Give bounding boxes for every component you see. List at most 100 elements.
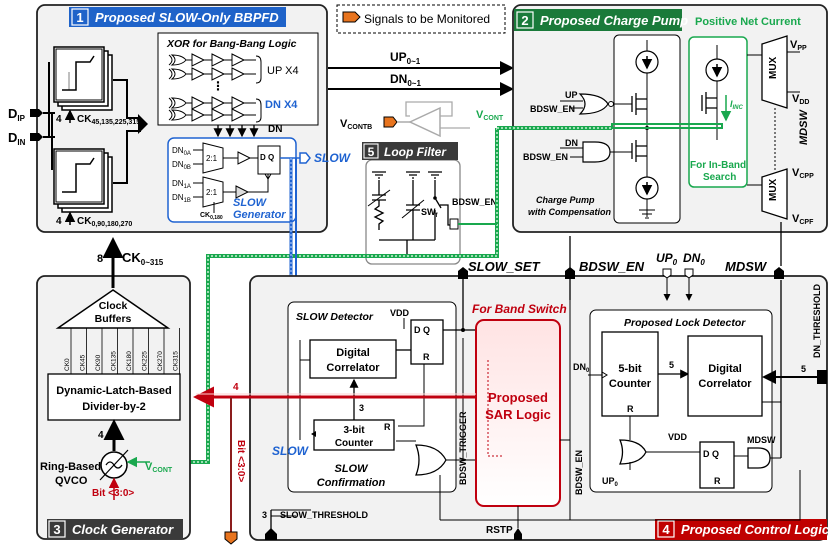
vco-label-1: Ring-Based xyxy=(40,461,101,473)
rstp-label: RSTP xyxy=(486,525,513,536)
din-label: DIN xyxy=(8,130,26,147)
legend: Signals to be Monitored xyxy=(336,4,506,34)
dip-port-icon xyxy=(30,109,43,117)
ck-tap-label: CK270 xyxy=(157,351,164,371)
lock-dn0-label: DN0 xyxy=(573,362,590,374)
vcontb-port-icon xyxy=(383,116,398,128)
clk-title: Clock Generator xyxy=(72,522,174,537)
block-loop-filter: 5 Loop Filter SWf BDSW_EN xyxy=(362,142,497,265)
or-gate-lock-icon xyxy=(619,439,647,465)
bit-vertical-label: Bit <3:0> xyxy=(235,440,246,482)
ground-icon xyxy=(639,209,655,219)
buffer-icon xyxy=(237,151,252,165)
ck-tap-label: CK0 xyxy=(64,358,71,371)
din-port-icon xyxy=(30,133,43,141)
mux-top-cp-label: MUX xyxy=(768,56,779,79)
inband-label-2: Search xyxy=(703,172,736,183)
correlator-label-1: Digital xyxy=(336,347,370,359)
buffers-label-1: Clock xyxy=(99,300,128,312)
mdsw-label: MDSW xyxy=(725,259,768,274)
lock-dff-vdd: VDD xyxy=(668,432,688,442)
dff-slow-gen xyxy=(257,145,281,175)
xor-title: XOR for Bang-Bang Logic xyxy=(166,38,297,50)
slow-detector-title: SLOW Detector xyxy=(296,311,374,323)
vcont-label-top: VCONT xyxy=(476,109,504,122)
bit-port-icon xyxy=(224,531,238,545)
slow-gen-title-1: SLOW xyxy=(233,197,268,209)
lock-up0-label: UP0 xyxy=(602,476,619,488)
lf-number: 5 xyxy=(368,145,375,159)
cp-dn-label: DN xyxy=(565,138,578,148)
lock-mdsw-label: MDSW xyxy=(747,435,776,445)
ck-top-label: CK45,135,225,315 xyxy=(77,114,140,126)
ctrl-slow-label: SLOW xyxy=(272,444,310,458)
mux-bot-cp-icon xyxy=(761,168,788,220)
lock-detector-title: Proposed Lock Detector xyxy=(624,317,746,329)
vcontb-label: VCONTB xyxy=(340,118,372,131)
vcontb-buffer: VCONTB VCONT xyxy=(340,101,504,138)
and-gate-lock-icon xyxy=(747,447,771,469)
legend-label: Signals to be Monitored xyxy=(364,12,490,26)
inband-box xyxy=(688,36,748,188)
block-bbpfd: 1 Proposed SLOW-Only BBPFD DIP DIN 4 xyxy=(8,4,352,233)
d0a: DN0A xyxy=(172,146,191,157)
clock-buffers-icon xyxy=(55,289,171,329)
xor-ellipsis: ⋮ xyxy=(212,79,224,93)
ck-tap-label: CK180 xyxy=(126,351,133,371)
and-gate-icon xyxy=(582,141,611,163)
counter3-label-2: Counter xyxy=(335,438,373,449)
dn-bus-label: DN xyxy=(268,124,282,135)
band-switch-label: For Band Switch xyxy=(472,302,567,316)
up-bus-label: UP0~1 xyxy=(390,50,421,66)
clk-title-badge xyxy=(47,519,183,539)
counter3-label-1: 3-bit xyxy=(343,425,365,436)
cp-bdsw-en-label: BDSW_EN xyxy=(530,104,575,114)
sar-label-2: SAR Logic xyxy=(485,407,551,422)
ck-tap-label: CK225 xyxy=(142,351,149,371)
inband-label-1: For In-Band xyxy=(690,160,746,171)
dn-threshold-label: DN_THRESHOLD xyxy=(812,283,822,358)
cp-bdsw-en2-label: BDSW_EN xyxy=(523,152,568,162)
sampler-stack-bottom xyxy=(53,148,113,213)
xor-box xyxy=(157,32,319,126)
sar-label-1: Proposed xyxy=(488,390,548,405)
sampler-stack-top xyxy=(53,46,113,111)
swf-label: SWf xyxy=(421,207,439,219)
block-charge-pump: 2 Proposed Charge Pump UP BDSW_EN DN BDS… xyxy=(512,4,828,266)
or-gate-slow-icon xyxy=(415,444,447,476)
inc-label: IINC xyxy=(730,99,744,111)
up-dn-bus: UP0~1 DN0~1 xyxy=(328,50,514,96)
lock-counter xyxy=(601,331,659,417)
slow-threshold-label: SLOW_THRESHOLD xyxy=(280,510,369,520)
positive-net-label: Positive Net Current xyxy=(695,16,801,28)
mux-bottom-icon xyxy=(202,176,224,208)
divider-label-2: Divider-by-2 xyxy=(82,401,146,413)
clk-vcont-label: VCONT xyxy=(145,461,173,474)
dn-thr-bus: 5 xyxy=(801,364,806,374)
block-clock-gen: 3 Clock Generator 8 CK0~315 Clock Buffer… xyxy=(36,237,191,540)
mux-top-cp-icon xyxy=(761,35,788,109)
dip-label: DIP xyxy=(8,106,26,123)
xor-gates-icon xyxy=(168,53,246,122)
counter3-r: R xyxy=(384,422,391,432)
ck-bot-num: 4 xyxy=(56,216,62,227)
counter5-label-2: Counter xyxy=(609,378,652,390)
up-x4-label: UP X4 xyxy=(267,65,299,77)
counter5-label-1: 5-bit xyxy=(618,363,642,375)
counter5-bus: 5 xyxy=(669,360,674,370)
dff-dq-label: D Q xyxy=(260,153,274,162)
lock-dff xyxy=(699,441,735,489)
or-gate-icon xyxy=(578,93,609,115)
lock-correlator xyxy=(687,335,763,417)
ck-bus-num: 8 xyxy=(97,253,103,265)
d1b: DN1B xyxy=(172,193,191,204)
bdsw-en-label: BDSW_EN xyxy=(579,259,645,274)
slow-set-label: SLOW_SET xyxy=(468,259,541,274)
slow-dff-dq: D Q xyxy=(414,325,430,335)
lock-corr-label-1: Digital xyxy=(708,363,742,375)
ck-tap-label: CK45 xyxy=(80,354,87,371)
ck-bot-label: CK0,90,180,270 xyxy=(77,216,132,228)
cp-up-label: UP xyxy=(565,90,578,100)
clk-num4: 4 xyxy=(98,430,104,441)
opamp-icon xyxy=(408,106,441,138)
